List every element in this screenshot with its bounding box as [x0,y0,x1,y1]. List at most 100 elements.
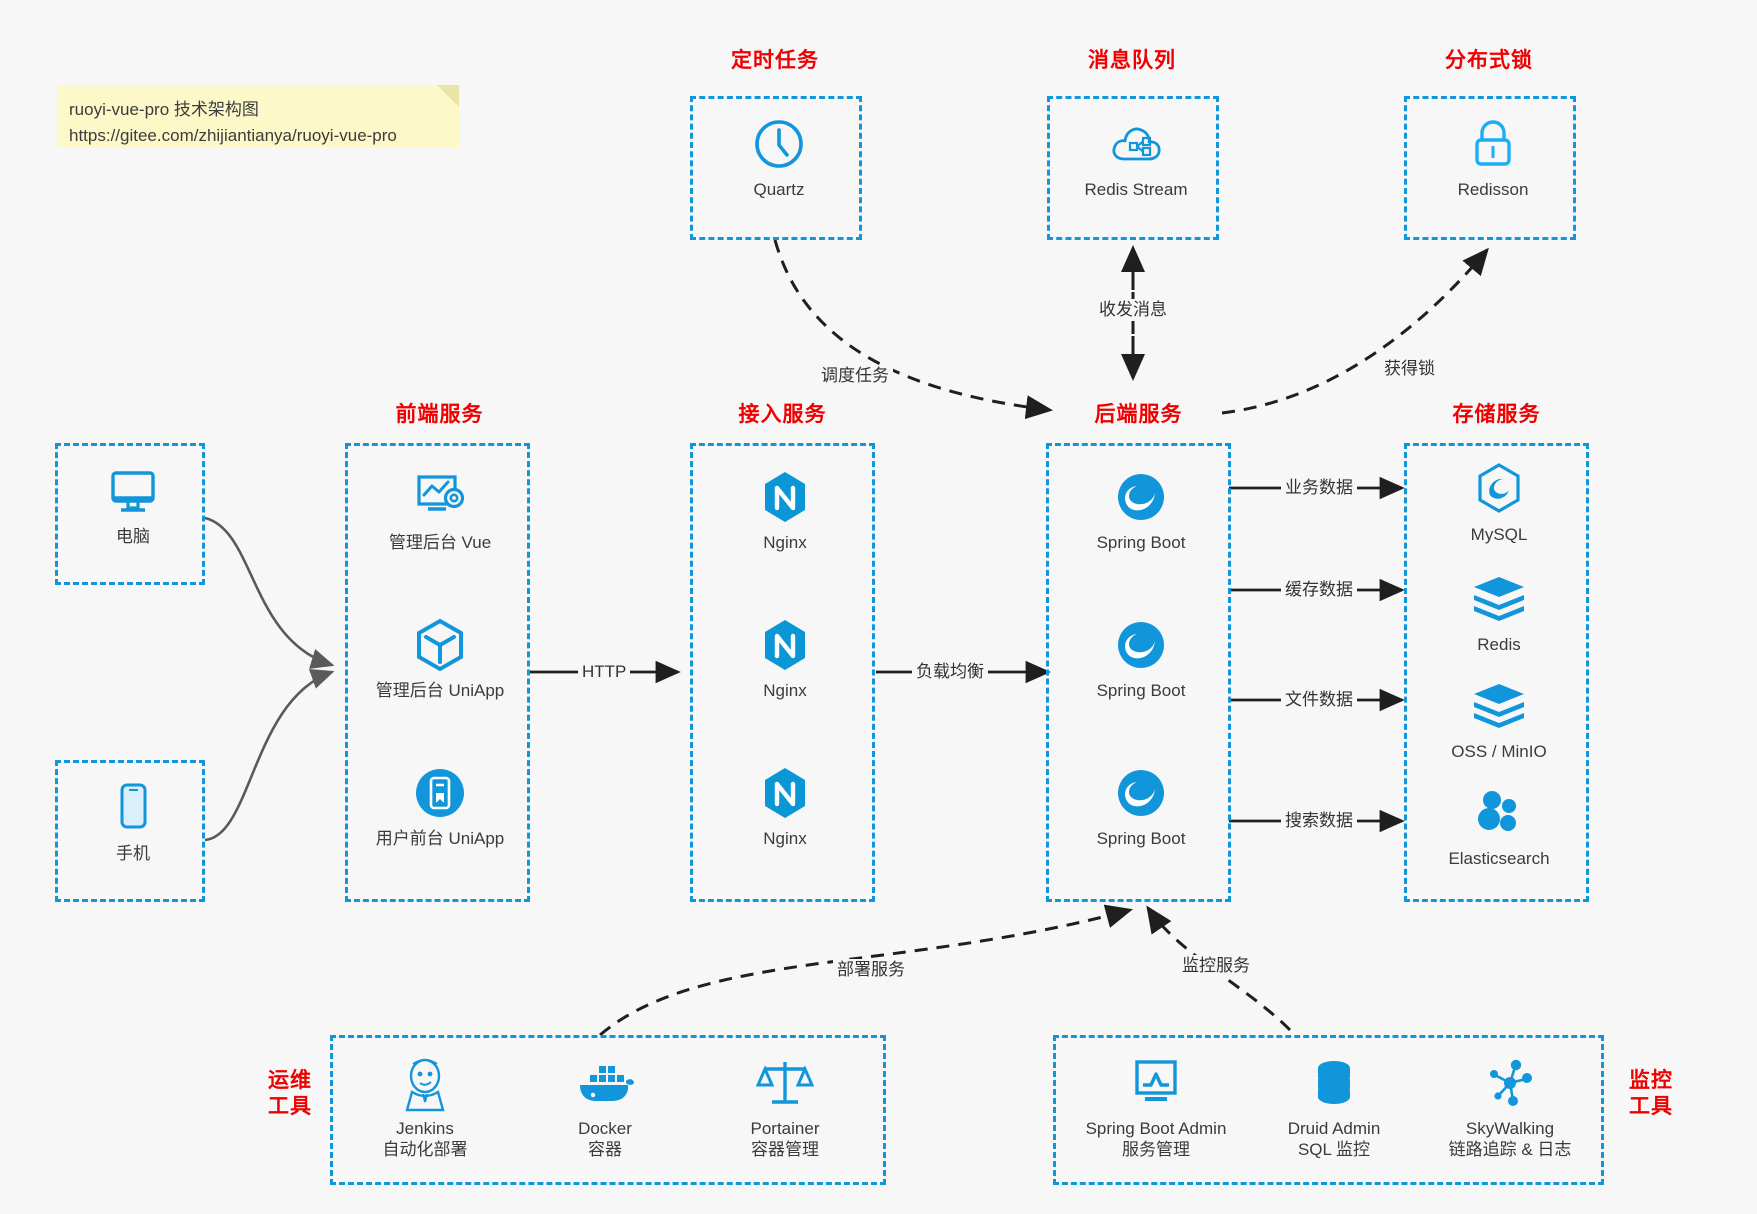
node-mysql[interactable]: MySQL [1429,460,1569,545]
node-label: MySQL [1470,525,1528,544]
node-redis[interactable]: Redis [1429,570,1569,655]
scales-icon [715,1054,855,1112]
node-quartz[interactable]: Quartz [709,115,849,200]
node-label: Spring Boot Admin [1085,1119,1227,1138]
edge-label-lock: 获得锁 [1380,358,1439,381]
clock-icon [709,115,849,173]
node-jenkins[interactable]: Jenkins 自动化部署 [355,1054,495,1161]
node-label: Nginx [763,829,807,848]
node-portainer[interactable]: Portainer 容器管理 [715,1054,855,1161]
group-monitor: Spring Boot Admin 服务管理 Druid Admin SQL 监… [1053,1035,1604,1185]
edge-label-load-balance: 负载均衡 [912,661,988,684]
node-admin-vue[interactable]: 管理后台 Vue [370,468,510,553]
note-url: https://gitee.com/zhijiantianya/ruoyi-vu… [69,126,397,146]
spring-leaf-icon [1071,468,1211,526]
mysql-dolphin-icon [1429,460,1569,518]
node-spring-boot-admin[interactable]: Spring Boot Admin 服务管理 [1066,1054,1246,1161]
node-label: Jenkins [396,1119,454,1138]
node-label: Nginx [763,533,807,552]
node-label: Druid Admin [1287,1119,1381,1138]
node-spring-boot-1[interactable]: Spring Boot [1071,468,1211,553]
devops-title-line2: 工具 [268,1095,312,1119]
node-druid-admin[interactable]: Druid Admin SQL 监控 [1254,1054,1414,1161]
group-client-desktop: 电脑 [55,443,205,585]
edge-label-cache-data: 缓存数据 [1281,579,1357,602]
node-label: 电脑 [116,527,150,546]
node-label: 管理后台 UniApp [375,681,505,700]
node-nginx-1[interactable]: Nginx [715,468,855,553]
edge-label-file-data: 文件数据 [1281,689,1357,712]
node-admin-uniapp[interactable]: 管理后台 UniApp [370,616,510,701]
node-label: Docker [578,1119,632,1138]
node-nginx-3[interactable]: Nginx [715,764,855,849]
node-label: OSS / MinIO [1451,742,1547,761]
group-title-backend: 后端服务 [1094,403,1183,426]
node-label: Elasticsearch [1448,849,1550,868]
group-title-distributed-lock: 分布式锁 [1445,49,1533,72]
note-fold-corner [437,85,459,107]
node-label: Spring Boot [1096,533,1186,552]
group-scheduled-task: Quartz [690,96,862,240]
node-sublabel: 容器管理 [751,1140,819,1160]
group-title-devops: 运维 工具 [255,1068,325,1121]
group-title-storage: 存储服务 [1452,403,1541,426]
edge-label-search-data: 搜索数据 [1281,810,1357,833]
desktop-icon [63,462,203,520]
monitor-title-line2: 工具 [1629,1095,1673,1119]
group-title-frontend: 前端服务 [395,403,484,426]
node-oss-minio[interactable]: OSS / MinIO [1429,677,1569,762]
edge-label-schedule: 调度任务 [817,365,893,388]
node-label: Spring Boot [1096,829,1186,848]
node-spring-boot-2[interactable]: Spring Boot [1071,616,1211,701]
node-nginx-2[interactable]: Nginx [715,616,855,701]
nginx-icon [715,764,855,822]
node-spring-boot-3[interactable]: Spring Boot [1071,764,1211,849]
node-label: 用户前台 UniApp [375,829,505,848]
spring-leaf-icon [1071,764,1211,822]
edge-desktop-to-frontend [204,516,335,669]
node-label: 手机 [116,844,150,863]
edge-mobile-to-frontend [204,669,335,842]
node-redis-stream[interactable]: Redis Stream [1066,115,1206,200]
group-title-message-queue: 消息队列 [1088,49,1176,72]
nginx-icon [715,616,855,674]
redis-stack-icon [1429,677,1569,735]
node-mobile[interactable]: 手机 [63,779,203,864]
node-label: Quartz [753,180,805,199]
node-label: Portainer [750,1119,820,1138]
node-elasticsearch[interactable]: Elasticsearch [1429,784,1569,869]
group-client-mobile: 手机 [55,760,205,902]
node-sublabel: SQL 监控 [1297,1140,1371,1160]
dashboard-gear-icon [370,468,510,526]
node-sublabel: 服务管理 [1122,1140,1190,1160]
node-desktop[interactable]: 电脑 [63,462,203,547]
group-storage: MySQL Redis OSS / MinIO [1404,443,1589,902]
group-title-scheduled-task: 定时任务 [731,49,819,72]
devops-title-line1: 运维 [268,1069,312,1092]
skywalking-node-icon [1424,1054,1596,1112]
node-skywalking[interactable]: SkyWalking 链路追踪 & 日志 [1424,1054,1596,1161]
group-devops: Jenkins 自动化部署 Docker 容器 [330,1035,886,1185]
edge-lock [1221,247,1489,415]
lock-icon [1423,115,1563,173]
node-label: SkyWalking [1465,1119,1555,1138]
jenkins-butler-icon [355,1054,495,1112]
edge-label-business-data: 业务数据 [1281,477,1357,500]
mobile-app-icon [370,764,510,822]
node-label: Spring Boot [1096,681,1186,700]
node-label: 管理后台 Vue [388,533,492,552]
cube-icon [370,616,510,674]
node-user-uniapp[interactable]: 用户前台 UniApp [370,764,510,849]
sticky-note: ruoyi-vue-pro 技术架构图 https://gitee.com/zh… [57,85,459,147]
redis-stack-icon [1429,570,1569,628]
monitor-chart-icon [1066,1054,1246,1112]
node-redisson[interactable]: Redisson [1423,115,1563,200]
edge-label-http: HTTP [578,661,631,684]
group-distributed-lock: Redisson [1404,96,1576,240]
node-docker[interactable]: Docker 容器 [535,1054,675,1161]
node-sublabel: 链路追踪 & 日志 [1448,1140,1572,1160]
group-frontend: 管理后台 Vue 管理后台 UniApp 用户前台 UniApp [345,443,530,902]
cloud-stream-icon [1066,115,1206,173]
node-label: Redis [1477,635,1521,654]
